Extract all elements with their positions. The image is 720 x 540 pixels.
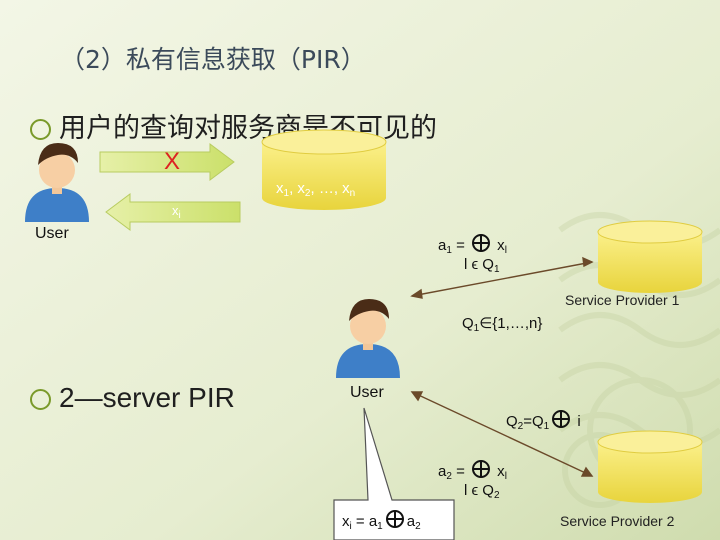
xor-icon — [472, 234, 491, 252]
blocked-x-mark: X — [164, 148, 181, 175]
user-avatar-icon — [25, 143, 89, 222]
xor-icon — [385, 510, 404, 528]
user2-avatar-icon — [336, 299, 400, 378]
database-sp2-icon — [597, 430, 703, 503]
bullet-two-server: 2—server PIR — [30, 382, 235, 414]
slide-title: （2）私有信息获取（PIR） — [60, 45, 366, 74]
query1: Q1∈{1,…,n} — [462, 315, 543, 334]
database-contents: x1, x2, …, xn — [276, 180, 356, 199]
return-value: xi — [172, 203, 181, 221]
sp1-link — [410, 256, 594, 299]
sp1-answer-formula: a1 = xl — [438, 234, 507, 256]
response-arrow — [105, 193, 241, 231]
sp2-condition: l ϵ Q2 — [464, 482, 500, 501]
sp2-link — [410, 391, 594, 477]
bullet-circle-icon — [30, 119, 51, 140]
user2-label: User — [350, 384, 384, 401]
sp1-label: Service Provider 1 — [565, 292, 680, 308]
callout-bubble — [333, 407, 455, 540]
xor-icon — [552, 410, 571, 428]
database-icon — [261, 129, 387, 210]
request-arrow — [99, 143, 235, 181]
sp1-condition: l ϵ Q1 — [464, 256, 500, 275]
query2: Q2=Q1 i — [506, 410, 581, 432]
bullet-circle-icon — [30, 389, 51, 411]
database-sp1-icon — [597, 220, 703, 293]
xor-icon — [472, 460, 491, 478]
sp2-label: Service Provider 2 — [560, 513, 675, 529]
sp2-answer-formula: a2 = xl — [438, 460, 507, 482]
user-label: User — [35, 225, 69, 242]
bullet-text: 2—server PIR — [59, 382, 235, 413]
